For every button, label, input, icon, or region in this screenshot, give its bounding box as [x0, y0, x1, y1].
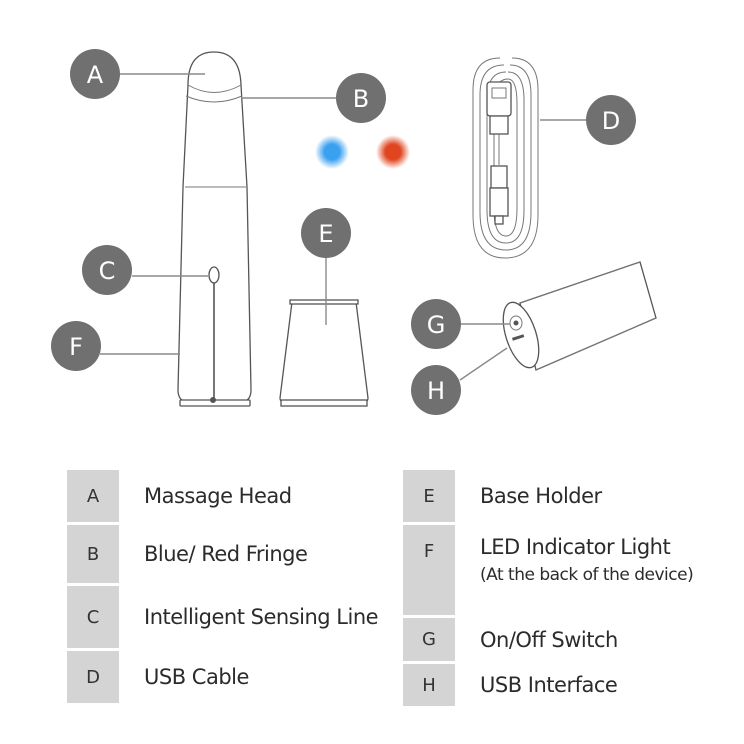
legend-text-group: LED Indicator Light (At the back of the …	[455, 525, 694, 615]
usb-cable-drawing	[472, 57, 539, 259]
red-light-glow	[376, 135, 410, 169]
legend-note: (At the back of the device)	[480, 565, 694, 585]
legend-row-e: E Base Holder	[403, 470, 723, 522]
legend-key: C	[67, 586, 119, 648]
legend-text: Massage Head	[144, 484, 292, 508]
legend-text: USB Cable	[144, 665, 249, 689]
legend-text: Base Holder	[480, 484, 602, 508]
svg-text:B: B	[353, 85, 369, 113]
legend-text: USB Interface	[480, 673, 618, 697]
legend-right: E Base Holder F LED Indicator Light (At …	[403, 470, 723, 709]
callout-b: B	[336, 73, 386, 123]
legend-row-d: D USB Cable	[67, 651, 387, 703]
callout-f: F	[51, 321, 101, 371]
legend-key: F	[403, 525, 455, 615]
blue-light-glow	[315, 135, 349, 169]
device-body	[177, 51, 252, 407]
svg-text:E: E	[318, 220, 333, 248]
product-diagram: A B C D E F G H	[51, 49, 657, 415]
svg-text:F: F	[69, 333, 83, 361]
legend-row-f: F LED Indicator Light (At the back of th…	[403, 525, 723, 615]
legend-row-h: H USB Interface	[403, 664, 723, 706]
legend-text: Intelligent Sensing Line	[144, 605, 379, 629]
legend-row-a: A Massage Head	[67, 470, 387, 522]
svg-text:A: A	[87, 61, 104, 89]
device-closeup-drawing	[502, 261, 657, 371]
callout-d: D	[586, 95, 636, 145]
legend-text: Blue/ Red Fringe	[144, 542, 308, 566]
callout-h: H	[411, 365, 461, 415]
legend-row-b: B Blue/ Red Fringe	[67, 525, 387, 583]
callout-a: A	[70, 49, 120, 99]
legend-key: A	[67, 470, 119, 522]
legend-text: On/Off Switch	[480, 627, 618, 652]
legend-left: A Massage Head B Blue/ Red Fringe C Inte…	[67, 470, 387, 706]
legend-key: D	[67, 651, 119, 703]
legend-text: LED Indicator Light	[480, 535, 671, 559]
svg-text:H: H	[427, 377, 445, 405]
callout-e: E	[301, 208, 351, 258]
svg-text:C: C	[99, 257, 116, 285]
callout-g: G	[411, 299, 461, 349]
legend-key: E	[403, 470, 455, 522]
legend-key: G	[403, 618, 455, 661]
callout-c: C	[82, 245, 132, 295]
legend-key: B	[67, 525, 119, 583]
base-holder-drawing	[279, 299, 369, 407]
svg-text:G: G	[427, 311, 446, 339]
legend-row-c: C Intelligent Sensing Line	[67, 586, 387, 648]
legend-key: H	[403, 664, 455, 706]
svg-text:D: D	[602, 107, 620, 135]
legend-row-g: G On/Off Switch	[403, 618, 723, 661]
